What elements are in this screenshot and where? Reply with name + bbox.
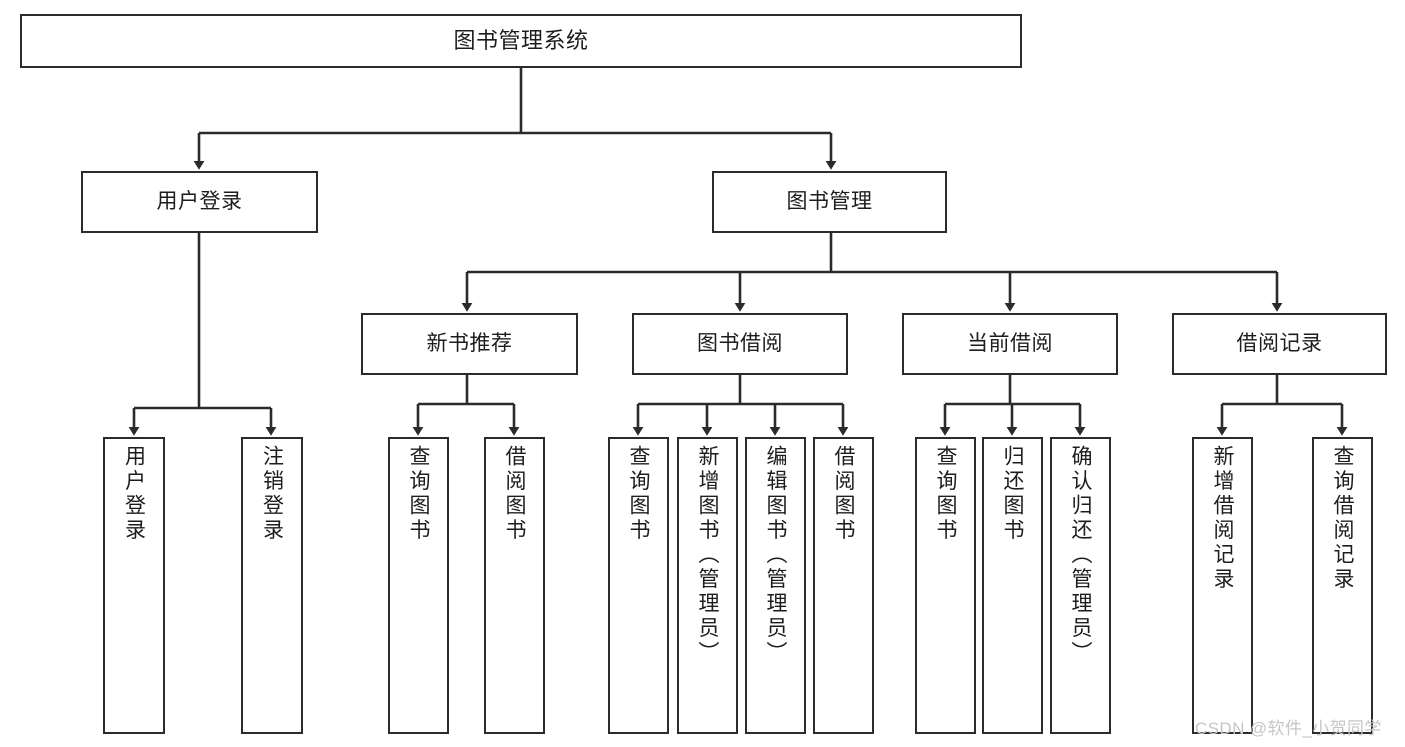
node-leaf-current-confirm-return-admin[interactable]: 确认归还（管理员） bbox=[1050, 437, 1111, 734]
node-leaf-new-book-borrow[interactable]: 借阅图书 bbox=[484, 437, 545, 734]
node-label: 查询图书 bbox=[407, 445, 430, 543]
node-label: 确认归还（管理员） bbox=[1069, 445, 1092, 666]
node-root-library-system[interactable]: 图书管理系统 bbox=[20, 14, 1022, 68]
node-leaf-borrow-borrow[interactable]: 借阅图书 bbox=[813, 437, 874, 734]
node-label: 编辑图书（管理员） bbox=[764, 445, 787, 666]
node-label: 查询图书 bbox=[934, 445, 957, 543]
node-leaf-borrow-query[interactable]: 查询图书 bbox=[608, 437, 669, 734]
node-label: 用户登录 bbox=[156, 189, 243, 213]
node-new-book-recommend[interactable]: 新书推荐 bbox=[361, 313, 578, 375]
node-label: 图书借阅 bbox=[697, 331, 783, 355]
node-leaf-record-add[interactable]: 新增借阅记录 bbox=[1192, 437, 1253, 734]
node-label: 用户登录 bbox=[122, 445, 146, 543]
node-borrow-record[interactable]: 借阅记录 bbox=[1172, 313, 1387, 375]
node-user-login[interactable]: 用户登录 bbox=[81, 171, 318, 233]
node-label: 图书管理系统 bbox=[453, 28, 589, 54]
node-label: 查询图书 bbox=[627, 445, 650, 543]
node-label: 借阅记录 bbox=[1236, 331, 1323, 355]
node-label: 归还图书 bbox=[1001, 445, 1024, 543]
node-label: 查询借阅记录 bbox=[1331, 445, 1354, 592]
node-current-borrow[interactable]: 当前借阅 bbox=[902, 313, 1118, 375]
node-label: 当前借阅 bbox=[967, 331, 1053, 355]
node-leaf-user-login-logout[interactable]: 注销登录 bbox=[241, 437, 303, 734]
node-book-borrow[interactable]: 图书借阅 bbox=[632, 313, 848, 375]
node-leaf-new-book-query[interactable]: 查询图书 bbox=[388, 437, 449, 734]
node-label: 图书管理 bbox=[786, 189, 873, 213]
node-leaf-current-return[interactable]: 归还图书 bbox=[982, 437, 1043, 734]
csdn-watermark: CSDN @软件_小贺同学 bbox=[1195, 719, 1382, 738]
node-leaf-record-query[interactable]: 查询借阅记录 bbox=[1312, 437, 1373, 734]
node-label: 新增借阅记录 bbox=[1211, 445, 1234, 592]
node-label: 新增图书（管理员） bbox=[696, 445, 719, 666]
node-leaf-borrow-edit-admin[interactable]: 编辑图书（管理员） bbox=[745, 437, 806, 734]
node-label: 注销登录 bbox=[260, 445, 284, 543]
node-book-management[interactable]: 图书管理 bbox=[712, 171, 947, 233]
node-label: 新书推荐 bbox=[426, 331, 513, 355]
node-leaf-user-login-login[interactable]: 用户登录 bbox=[103, 437, 165, 734]
node-leaf-borrow-add-admin[interactable]: 新增图书（管理员） bbox=[677, 437, 738, 734]
node-leaf-current-query[interactable]: 查询图书 bbox=[915, 437, 976, 734]
node-label: 借阅图书 bbox=[503, 445, 526, 543]
node-label: 借阅图书 bbox=[832, 445, 855, 543]
